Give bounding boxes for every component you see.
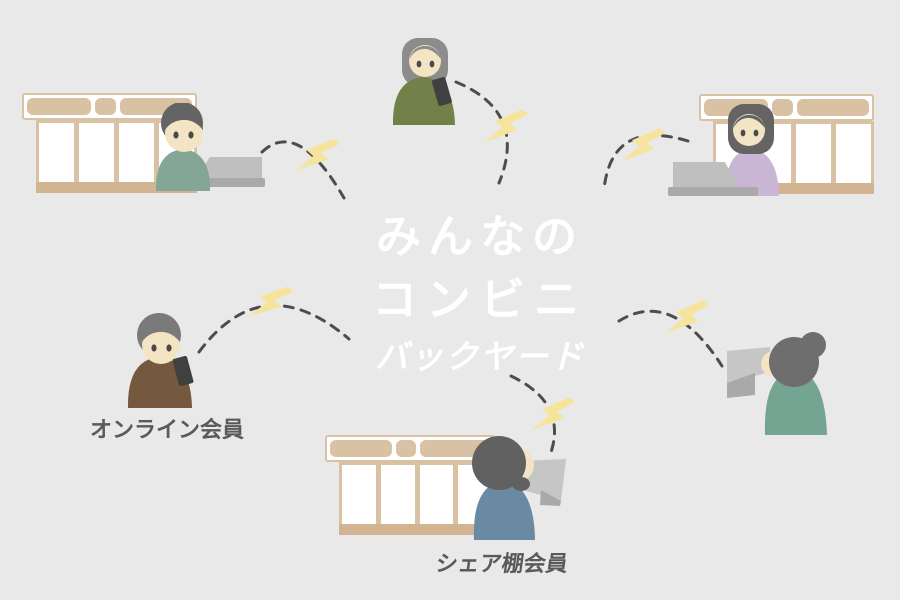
connection-remote-member xyxy=(617,309,724,368)
connection-online-member xyxy=(197,303,351,354)
lightning-icon xyxy=(247,286,293,317)
sweater xyxy=(725,149,779,196)
storefront-bottom xyxy=(325,435,495,535)
hair-bun xyxy=(800,332,826,358)
laptop-icon xyxy=(523,459,566,501)
sweater xyxy=(764,370,827,435)
store-base xyxy=(339,524,495,535)
lightning-icon xyxy=(484,109,529,143)
store-base xyxy=(36,182,197,193)
laptop-icon xyxy=(196,157,262,178)
figure-store-member-right xyxy=(668,104,779,196)
lightning-icon xyxy=(665,300,710,334)
online-member-label: オンライン会員 xyxy=(90,418,245,443)
sweater xyxy=(473,481,535,540)
logo-line-1: みんなの xyxy=(375,210,584,263)
store-sign-band xyxy=(22,93,197,120)
connection-left-store xyxy=(260,140,346,200)
store-sign-band xyxy=(325,435,495,462)
face xyxy=(165,114,203,152)
figure-online-member xyxy=(127,313,194,408)
logo-line-2: コンビニ xyxy=(371,273,588,326)
figure-remote-member xyxy=(727,332,827,435)
sign-block xyxy=(95,98,116,115)
sweater xyxy=(155,149,211,191)
laptop-icon xyxy=(727,347,770,383)
face xyxy=(409,45,441,77)
shelf-member-label: シェア棚会員 xyxy=(433,552,570,577)
logo-line-3: バックヤード xyxy=(375,337,585,376)
face xyxy=(733,114,765,146)
figure-shelf-member xyxy=(472,436,566,540)
face xyxy=(142,326,180,364)
phone-icon xyxy=(431,77,452,106)
store-windows xyxy=(339,462,495,524)
store-base xyxy=(713,183,874,194)
figure-online-member-top xyxy=(392,38,455,125)
lightning-icon xyxy=(295,138,340,171)
sign-block xyxy=(27,98,92,115)
phone-icon xyxy=(172,355,194,387)
figure-store-member-left xyxy=(155,103,265,191)
laptop-icon xyxy=(673,162,738,187)
